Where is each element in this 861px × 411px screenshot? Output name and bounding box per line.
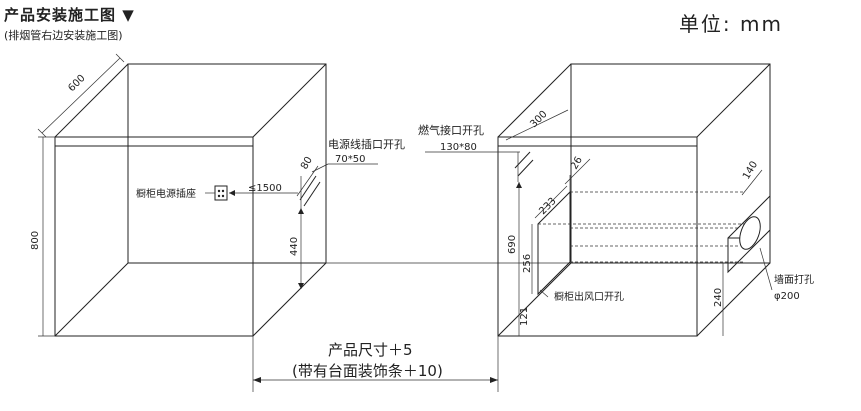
vent-opening-height-dim: 256 <box>522 254 533 273</box>
vent-width-dim: 233 <box>537 196 558 217</box>
gas-depth-dim: 300 <box>528 109 549 130</box>
gas-hole-title: 燃气接口开孔 <box>418 123 484 137</box>
wall-hole-label: 墙面打孔 <box>774 273 814 286</box>
wall-hole-icon <box>739 216 761 250</box>
product-size-dimension: 产品尺寸＋5 (带有台面装饰条＋10) <box>252 336 499 392</box>
gas-hole-size: 130*80 <box>440 142 477 153</box>
page-subtitle: (排烟管右边安装施工图) <box>4 29 123 42</box>
vent-bottom-dim: 121 <box>519 307 530 326</box>
vent-opening-label: 橱柜出风口开孔 <box>554 290 624 303</box>
unit-label: 单位: mm <box>678 12 783 36</box>
wall-duct-box <box>727 194 771 274</box>
power-hole-height-dim: 440 <box>289 237 300 256</box>
right-cabinet-front <box>497 136 698 337</box>
wall-hole-size: φ200 <box>774 291 800 302</box>
wall-hole-height-dim: 240 <box>713 288 724 307</box>
left-cabinet: 600 800 橱柜电源插座 ≤1500 80 电源线插口开孔 70*50 44… <box>30 53 405 337</box>
right-cabinet-back <box>570 63 771 264</box>
left-depth-dim: 600 <box>66 73 87 94</box>
left-height-dim: 800 <box>30 231 41 250</box>
wall-hole-width-dim: 140 <box>741 159 760 181</box>
socket-label: 橱柜电源插座 <box>136 187 196 200</box>
trim-size-label: (带有台面装饰条＋10) <box>292 362 443 380</box>
socket-icon <box>214 185 228 201</box>
left-cabinet-front <box>54 136 254 337</box>
power-hole-offset-dim: 80 <box>299 155 315 172</box>
socket-distance-dim: ≤1500 <box>248 183 282 194</box>
product-size-label: 产品尺寸＋5 <box>328 341 413 359</box>
left-cabinet-back <box>127 63 327 264</box>
right-cabinet: 300 燃气接口开孔 130*80 26 233 690 256 121 <box>418 63 814 337</box>
vent-height-dim: 690 <box>507 235 518 254</box>
power-hole-title: 电源线插口开孔 <box>328 137 405 151</box>
page-title: 产品安装施工图 ▼ <box>4 6 135 24</box>
power-hole-size: 70*50 <box>335 154 365 165</box>
